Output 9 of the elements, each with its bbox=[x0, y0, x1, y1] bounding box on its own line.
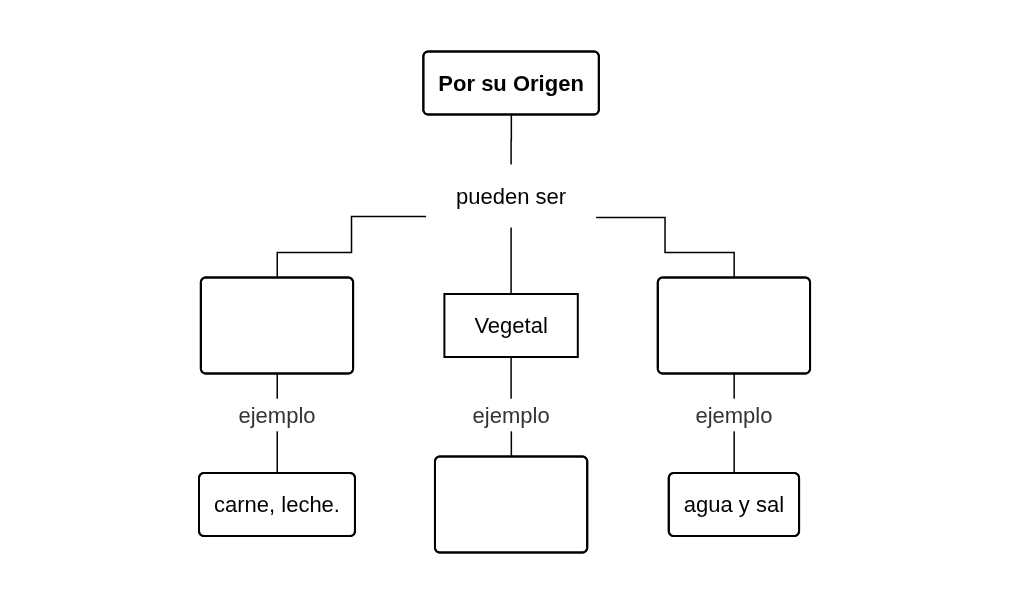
edge-label: ejemplo bbox=[695, 402, 773, 428]
edge-label: ejemplo bbox=[238, 402, 316, 428]
connector bbox=[276, 215, 427, 279]
connector bbox=[595, 216, 736, 279]
node-box: Vegetal bbox=[443, 293, 579, 358]
connector bbox=[510, 114, 513, 166]
edge-label: ejemplo bbox=[472, 402, 550, 428]
connector bbox=[510, 226, 512, 295]
node-text: pueden ser bbox=[456, 183, 567, 209]
